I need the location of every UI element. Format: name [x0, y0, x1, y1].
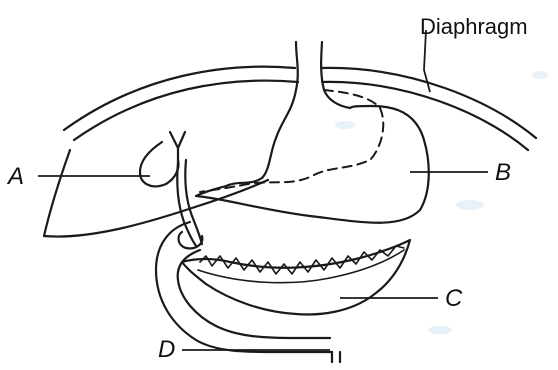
pancreas — [182, 240, 410, 314]
label-diaphragm: Diaphragm — [420, 14, 528, 39]
label-b: B — [495, 159, 511, 186]
label-d: D — [158, 336, 175, 363]
label-leaders — [38, 30, 488, 350]
liver-outline — [44, 150, 268, 237]
scan-texture — [335, 71, 548, 334]
label-a: A — [6, 163, 24, 190]
label-c: C — [445, 285, 463, 312]
duodenum — [156, 222, 340, 362]
stomach-outline — [196, 106, 429, 223]
diaphragm-band — [64, 67, 536, 150]
